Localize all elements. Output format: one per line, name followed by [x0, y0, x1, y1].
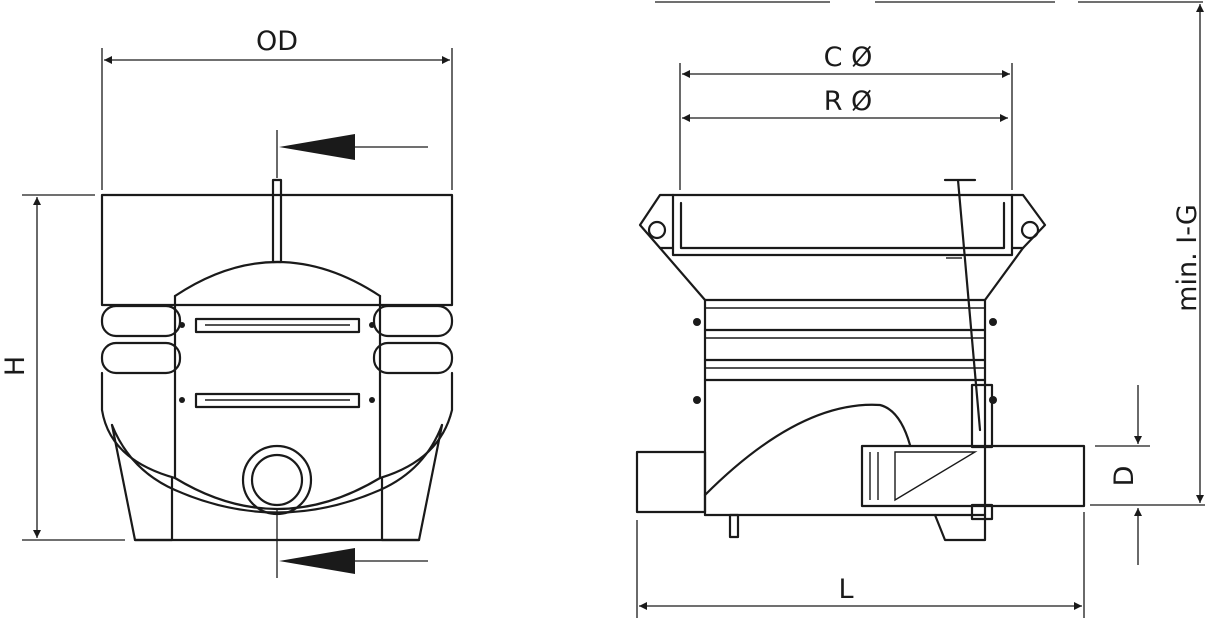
outlet-pipe-outer [241, 444, 313, 516]
lever-rod [943, 178, 982, 432]
lift-handle-left [638, 193, 675, 250]
d-dimension: D [1095, 385, 1150, 565]
r-dimension: R Ø [682, 86, 1008, 122]
slot-upper [179, 317, 375, 334]
side-view [635, 178, 1086, 542]
min-ig-label: min. I-G [1172, 204, 1203, 312]
od-label: OD [256, 26, 298, 57]
h-label: H [0, 356, 31, 376]
d-label: D [1109, 466, 1140, 487]
l-label: L [838, 574, 853, 605]
corrugation-left [100, 304, 182, 375]
c-dimension: C Ø [679, 42, 1013, 190]
inlet-pipe [635, 450, 707, 514]
slot-lower [179, 392, 375, 409]
min-ig-dimension: min. I-G [655, 1, 1205, 506]
outlet-pipe-inner [250, 453, 304, 507]
vent-rod [271, 178, 283, 264]
front-view [100, 130, 454, 578]
od-dimension: OD [101, 26, 453, 190]
section-arrow-bottom [276, 510, 428, 578]
section-arrow-top [276, 130, 428, 178]
corrugation-right [372, 304, 454, 375]
side-corrugations [703, 298, 987, 382]
l-dimension: L [636, 512, 1085, 618]
r-dia-label: R Ø [824, 86, 873, 117]
h-dimension: H [0, 194, 125, 541]
c-dia-label: C Ø [824, 42, 873, 73]
lift-handle-right [1010, 193, 1047, 250]
